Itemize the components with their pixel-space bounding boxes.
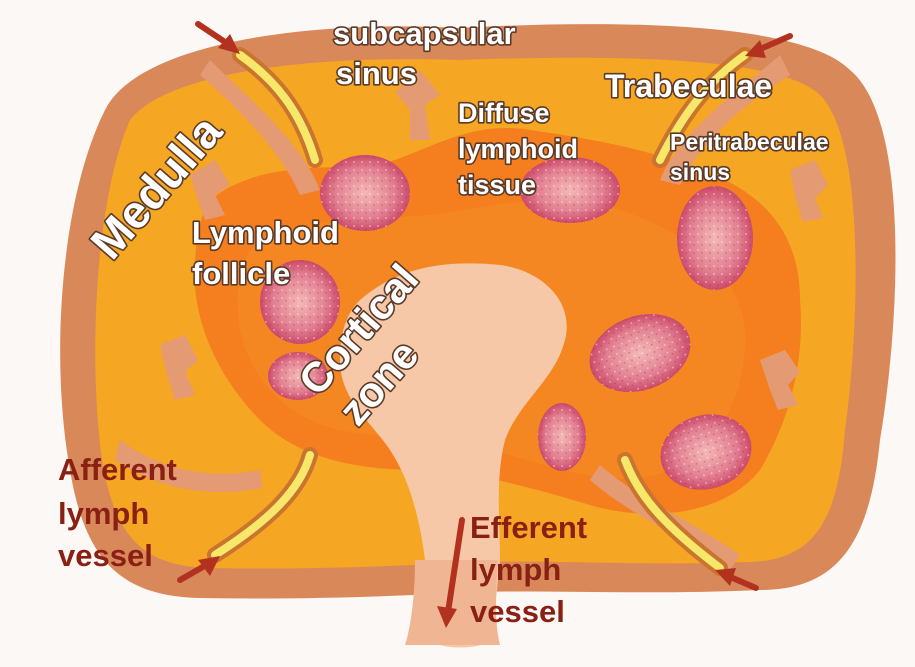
- follicle: [538, 403, 586, 471]
- follicle: [677, 186, 753, 290]
- label-trabeculae: Trabeculae: [605, 68, 772, 104]
